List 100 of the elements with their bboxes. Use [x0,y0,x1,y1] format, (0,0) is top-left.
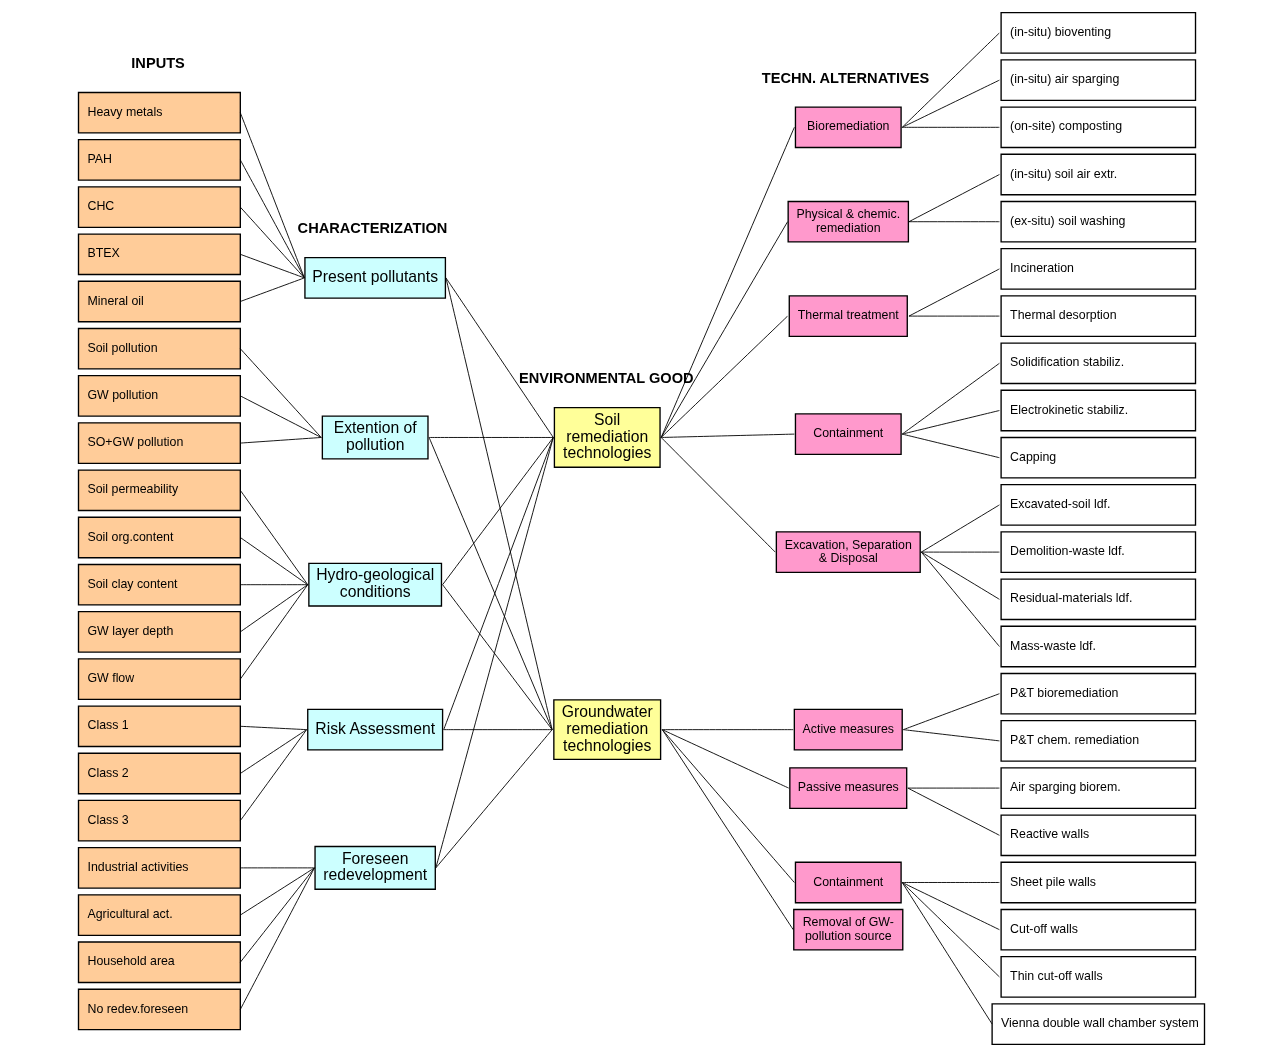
connector [239,206,305,279]
node-box: Incineration [999,248,1196,290]
connector [902,729,1000,742]
connector [239,867,315,869]
node-box: Risk Assessment [306,708,443,751]
node-box: (on-site) composting [999,106,1196,149]
node-box: Bioremediation [794,106,902,149]
connector [901,882,1000,978]
connector [239,253,305,279]
connector [902,693,1000,731]
connector [920,504,1000,553]
label: CHARACTERIZATION [297,220,447,237]
connector [908,268,1000,317]
connector [239,277,305,302]
node-box: PAH [77,139,241,181]
connector [660,315,788,438]
node-box: Thermal desorption [999,295,1196,337]
node-box: Soil org.content [77,516,241,559]
node-box: Hydro-geological conditions [307,562,442,607]
connector [661,729,794,731]
node-box: Cut-off walls [999,908,1196,951]
label: INPUTS [130,55,185,72]
node-box: Sheet pile walls [999,861,1196,904]
node-box: Present pollutants [303,257,446,299]
connector [239,867,315,1010]
node-box: (ex-situ) soil washing [999,200,1196,243]
node-box: Soil remediation technologies [553,407,661,468]
connector [661,729,789,789]
node-box: Thin cut-off walls [999,955,1196,998]
connector [428,437,554,438]
node-box: Soil permeability [77,469,241,512]
node-box: Physical & chemic. remediation [786,200,909,243]
node-box: SO+GW pollution [77,422,241,464]
connector [920,551,1000,600]
node-box: Mass-waste ldf. [999,625,1196,668]
node-box: Industrial activities [77,846,241,889]
connector [901,882,993,1025]
node-box: No redev.foreseen [77,988,241,1031]
label: ENVIRONMENTAL GOOD [518,369,694,386]
node-box: Class 1 [77,705,241,748]
connector [906,787,1000,836]
node-box: Agricultural act. [77,894,241,936]
connector [239,437,322,444]
connector [239,584,308,586]
node-box: Extention of pollution [321,415,429,460]
node-box: (in-situ) soil air extr. [999,153,1196,196]
node-box: Excavated-soil ldf. [999,484,1196,526]
node-box: Electrokinetic stabiliz. [999,389,1196,432]
node-box: Mineral oil [77,280,241,323]
node-box: Containment [794,861,902,904]
node-box: Residual-materials ldf. [999,578,1196,621]
connector [445,277,553,731]
node-box: GW pollution [77,375,241,417]
connector [901,32,1000,128]
connector [239,584,308,633]
connector [445,277,554,438]
connector [660,437,776,553]
node-box: Air sparging biorem. [999,767,1196,809]
connector [239,867,315,916]
connector [908,315,1000,317]
connector [908,221,1000,223]
connector [660,433,795,438]
node-box: Thermal treatment [788,295,908,337]
connector [239,537,308,586]
connector [920,551,1000,553]
connector [441,584,553,731]
connector [239,159,305,279]
node-box: Heavy metals [77,91,241,134]
connector [239,489,308,586]
node-box: GW layer depth [77,611,241,653]
connector [442,729,553,731]
connector [239,729,307,774]
connector [239,584,308,680]
connector [239,725,307,731]
node-box: Demolition-waste ldf. [999,531,1196,573]
node-box: Passive measures [788,767,907,809]
connector [434,437,554,869]
connector [920,551,1000,647]
connector [901,79,1000,128]
connector [901,882,1000,883]
node-box: Class 2 [77,752,241,795]
connector [901,882,1000,931]
connector [661,729,795,883]
node-box: (in-situ) air sparging [999,59,1196,102]
node-box: BTEX [77,233,241,276]
node-box: (in-situ) bioventing [999,12,1196,54]
connector [661,729,794,931]
node-box: Class 3 [77,799,241,842]
node-box: Excavation, Separation & Disposal [775,531,921,573]
node-box: Containment [794,413,902,455]
connector [901,126,1000,128]
node-box: Removal of GW-pollution source [792,908,903,951]
connector [434,729,553,869]
connector [239,112,305,279]
node-box: Vienna double wall chamber system [990,1003,1205,1045]
node-box: Reactive walls [999,814,1196,857]
node-box: P&T chem. remediation [999,720,1196,762]
connector [906,787,1000,789]
connector [901,433,1000,459]
connector [660,126,795,438]
